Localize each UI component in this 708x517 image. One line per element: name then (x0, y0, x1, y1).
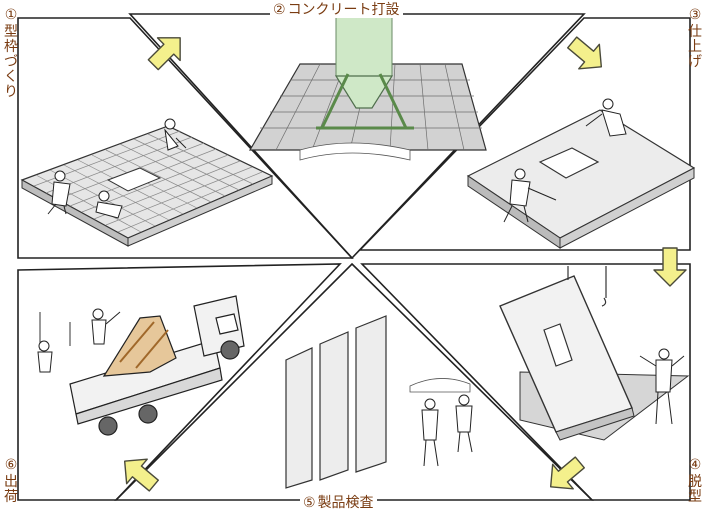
step-number: ① (4, 7, 18, 23)
worker-icon (421, 398, 439, 467)
step-title: 出荷 (4, 474, 18, 505)
step-title: 仕上げ (688, 24, 702, 70)
step-label-finishing: ③ 仕上げ (686, 8, 704, 70)
worker-icon (37, 340, 53, 373)
worker-icon (95, 190, 123, 219)
truck-icon (69, 295, 245, 436)
worker-icon (164, 118, 187, 151)
flow-arrow-icon (147, 37, 181, 71)
step-title: コンクリート打設 (287, 2, 400, 18)
flow-arrow-icon (123, 458, 159, 492)
flow-arrow-icon (567, 36, 603, 70)
step-title: 型枠づくり (4, 24, 18, 100)
panel-concrete-placing (248, 13, 487, 161)
step-title: 製品検査 (317, 495, 374, 511)
step-number: ④ (688, 457, 702, 473)
step-label-demolding: ④ 脱型 (686, 458, 704, 505)
step-number: ② (273, 2, 286, 18)
panel-demolding (499, 266, 690, 441)
worker-icon (47, 170, 71, 215)
worker-icon (455, 394, 473, 453)
step-number: ③ (688, 7, 702, 23)
flow-arrow-icon (549, 456, 585, 490)
concrete-hopper-icon (316, 13, 414, 130)
flow-arrow-icon (653, 247, 687, 287)
worker-icon (503, 168, 557, 223)
step-number: ⑤ (303, 495, 316, 511)
panel-finishing (466, 98, 696, 249)
crane-hook-icon (567, 266, 607, 307)
panel-shipping (37, 295, 245, 436)
step-title: 脱型 (688, 474, 702, 505)
step-label-formwork: ① 型枠づくり (2, 8, 20, 100)
panel-formwork (20, 118, 274, 247)
flow-arrows (123, 36, 687, 492)
step-label-shipping: ⑥ 出荷 (2, 458, 20, 505)
worker-icon (91, 308, 121, 345)
worker-icon (585, 98, 627, 137)
panel-inspection (285, 315, 473, 489)
worker-icon (639, 348, 685, 425)
step-number: ⑥ (4, 457, 18, 473)
